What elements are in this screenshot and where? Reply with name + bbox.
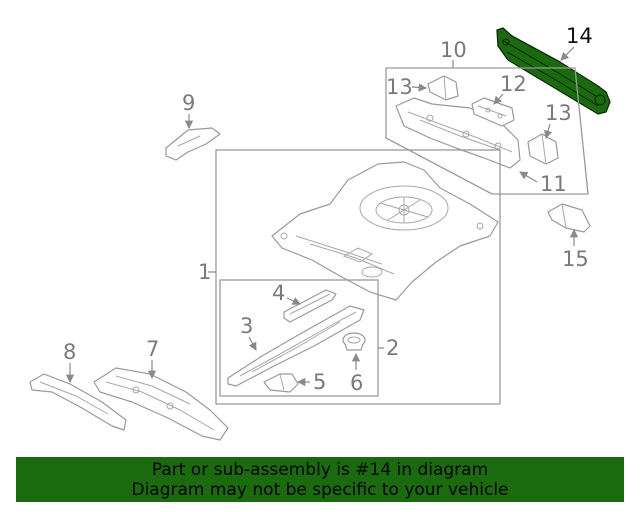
callout-14: 14 [566, 24, 593, 48]
callout-8: 8 [63, 340, 76, 364]
callout-13-left: 13 [386, 75, 413, 99]
callout-6: 6 [350, 371, 363, 395]
callout-4: 4 [272, 281, 285, 305]
group-box-1 [215, 149, 501, 405]
callout-7: 7 [146, 337, 159, 361]
leader-12 [493, 93, 504, 105]
part-13-bracket-right[interactable] [527, 133, 559, 165]
callout-3: 3 [240, 314, 253, 338]
part-7-floor-side-member[interactable] [93, 367, 229, 441]
leader-4 [286, 297, 301, 305]
callout-13-right: 13 [545, 101, 572, 125]
part-13-bracket-left[interactable] [427, 75, 459, 101]
part-12-bracket[interactable] [471, 97, 515, 127]
leader-3 [248, 336, 257, 351]
leader-13-right [543, 123, 553, 140]
part-9-bracket[interactable] [165, 127, 221, 161]
callout-2: 2 [386, 336, 399, 360]
callout-15: 15 [562, 247, 589, 271]
callout-1: 1 [198, 260, 211, 284]
part-6-cup[interactable] [342, 332, 366, 351]
leader-11 [519, 171, 538, 183]
part-1-rear-floor-pan[interactable] [271, 161, 499, 301]
part-8-floor-rail[interactable] [29, 373, 127, 431]
callout-5: 5 [313, 370, 326, 394]
leader-14 [560, 46, 575, 61]
info-banner: Part or sub-assembly is #14 in diagram D… [16, 457, 624, 502]
parts-diagram: 14 10 11 12 13 13 9 1 [29, 24, 611, 441]
banner-line-1: Part or sub-assembly is #14 in diagram [151, 459, 489, 480]
part-15-bracket[interactable] [547, 203, 591, 233]
callout-11: 11 [540, 172, 567, 196]
part-5-bracket[interactable] [263, 373, 299, 393]
callout-10: 10 [440, 38, 467, 62]
part-4-rail-reinforcement[interactable] [283, 289, 337, 323]
banner-line-2: Diagram may not be specific to your vehi… [131, 479, 509, 500]
group-box-10 [385, 67, 589, 195]
callout-12: 12 [500, 72, 527, 96]
group-box-2 [219, 279, 379, 397]
leader-13-left [411, 83, 428, 92]
callout-9: 9 [182, 91, 195, 115]
part-3-side-rail[interactable] [227, 305, 365, 387]
